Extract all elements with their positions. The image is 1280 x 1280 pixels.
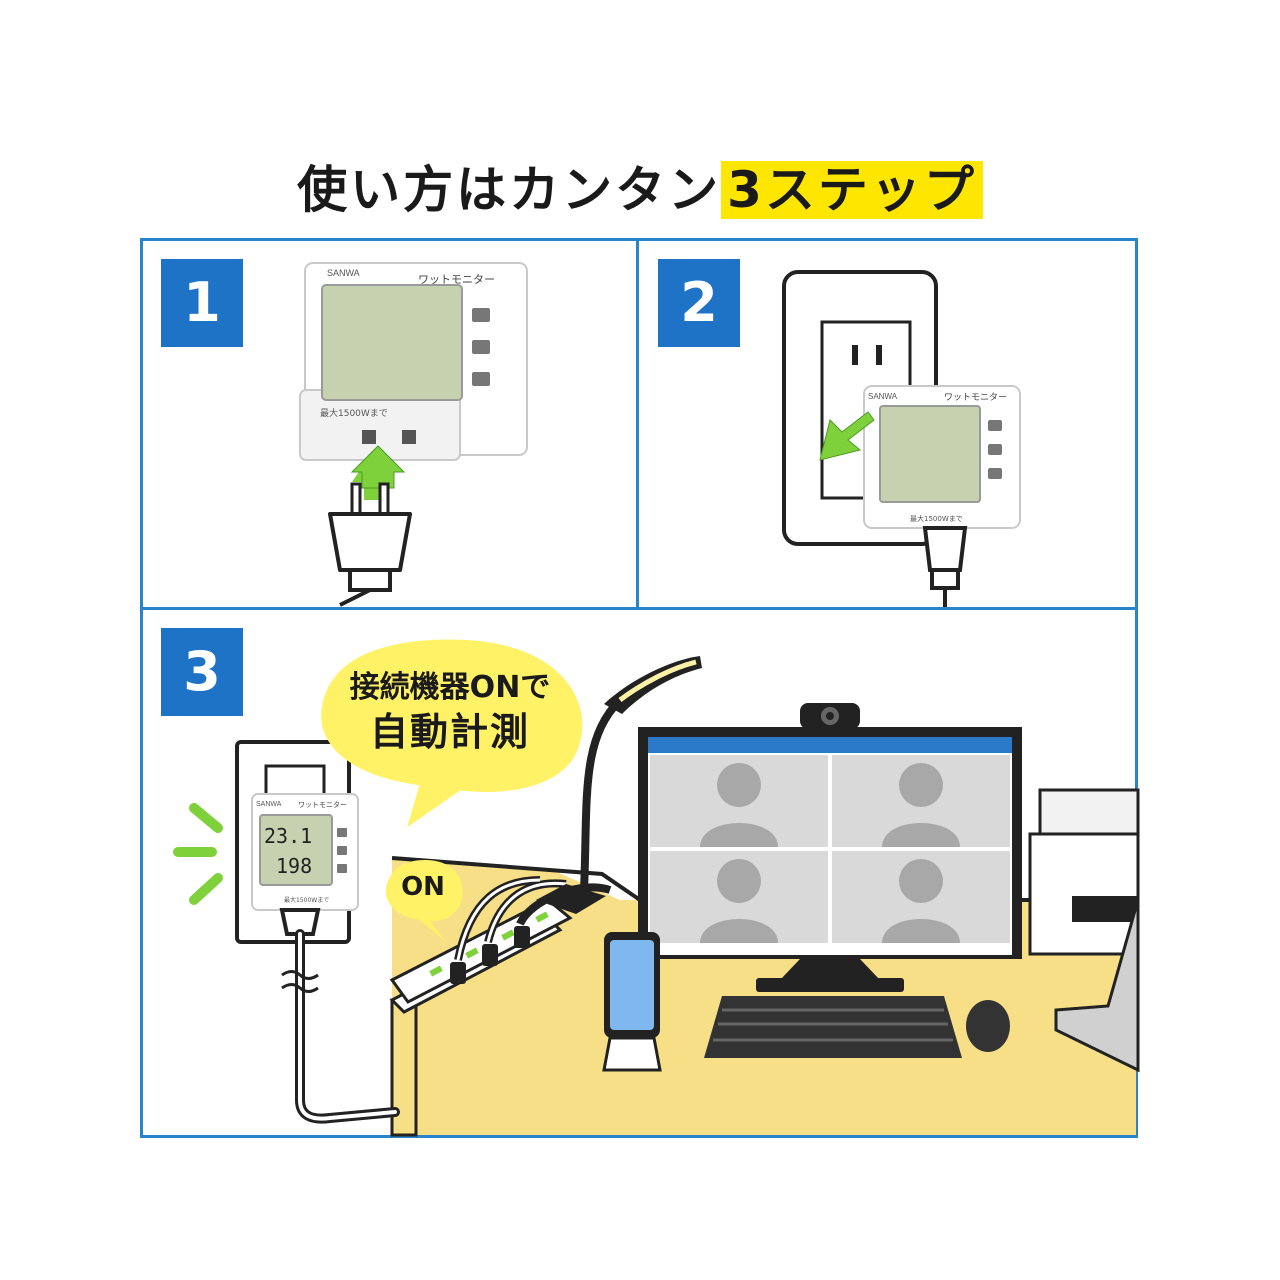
divider-vertical xyxy=(636,238,639,610)
step1-device-name: ワットモニター xyxy=(418,273,495,286)
keyboard-icon xyxy=(704,996,962,1058)
step1-illustration: SANWA ワットモニター 最大1500Wまで xyxy=(299,262,528,607)
cord-break-icon xyxy=(281,970,319,980)
speech-bubble xyxy=(321,639,583,828)
divider-horizontal xyxy=(140,607,1138,610)
sparkle-icon xyxy=(173,803,223,905)
step1-device-brand: SANWA xyxy=(327,268,360,278)
step2-illustration: SANWA ワットモニター 最大1500Wまで xyxy=(782,270,1021,607)
step2-device-screen xyxy=(879,405,981,503)
step2-outlet-slot2 xyxy=(876,345,882,365)
desk-lamp-icon xyxy=(536,656,702,914)
printer-icon xyxy=(1028,788,1140,956)
strip-plugs xyxy=(450,926,530,984)
step3-reading-bottom: 198 xyxy=(276,854,312,878)
step3-device-screen xyxy=(259,814,333,886)
step1-plug-icon xyxy=(328,482,412,607)
laptop-icon xyxy=(1054,899,1140,1073)
bubble-line2: 自動計測 xyxy=(369,710,530,754)
step1-device-note: 最大1500Wまで xyxy=(320,407,388,419)
step3-device-btn2[interactable] xyxy=(337,846,347,855)
bubble-line1: 接続機器ONで xyxy=(349,670,551,705)
step2-device-btn1[interactable] xyxy=(988,420,1002,431)
step2-device-brand: SANWA xyxy=(868,392,898,401)
step2-device-btn3[interactable] xyxy=(988,468,1002,479)
step3-badge: 3 xyxy=(161,628,243,716)
step2-arrow-icon xyxy=(819,411,875,461)
step1-up-arrow-icon xyxy=(350,445,406,489)
step3-device-btn1[interactable] xyxy=(337,828,347,837)
step2-plug-icon xyxy=(922,526,968,607)
step1-device-btn3[interactable] xyxy=(472,372,490,386)
step1-socket-left xyxy=(362,430,376,444)
webcam-icon xyxy=(800,703,860,729)
bubble-text: 接続機器ONで 自動計測 xyxy=(330,668,570,756)
on-label: ON xyxy=(401,872,445,902)
step2-outlet-slot1 xyxy=(852,345,858,365)
step1-device-btn1[interactable] xyxy=(472,308,490,322)
step2-device-name: ワットモニター xyxy=(944,392,1007,403)
on-bubble xyxy=(385,860,463,942)
steps-frame xyxy=(140,238,1138,1138)
step3-plug-icon xyxy=(279,908,321,936)
step3-cord xyxy=(295,929,400,1124)
mouse-icon xyxy=(966,1000,1010,1052)
step3-illustration: 23.1 198 SANWA ワットモニター 最大1500Wまで xyxy=(173,639,1140,1137)
step1-device-screen xyxy=(321,284,463,401)
smartphone-icon xyxy=(602,932,662,1072)
step3-device-btn3[interactable] xyxy=(337,864,347,873)
step1-badge: 1 xyxy=(161,259,243,347)
step1-socket-right xyxy=(402,430,416,444)
step1-device-btn2[interactable] xyxy=(472,340,490,354)
power-strip-switches xyxy=(429,911,549,977)
step2-device-note: 最大1500Wまで xyxy=(910,514,963,523)
step3-device-brand: SANWA xyxy=(256,801,282,808)
title-main: 使い方はカンタン xyxy=(297,161,722,219)
title-highlight: 3ステップ xyxy=(721,161,983,219)
step3-reading-top: 23.1 xyxy=(264,824,312,848)
step3-device-note: 最大1500Wまで xyxy=(284,896,329,904)
step2-device-btn2[interactable] xyxy=(988,444,1002,455)
step3-device-name: ワットモニター xyxy=(298,800,347,809)
step2-badge: 2 xyxy=(658,259,740,347)
monitor-icon xyxy=(638,727,1022,992)
